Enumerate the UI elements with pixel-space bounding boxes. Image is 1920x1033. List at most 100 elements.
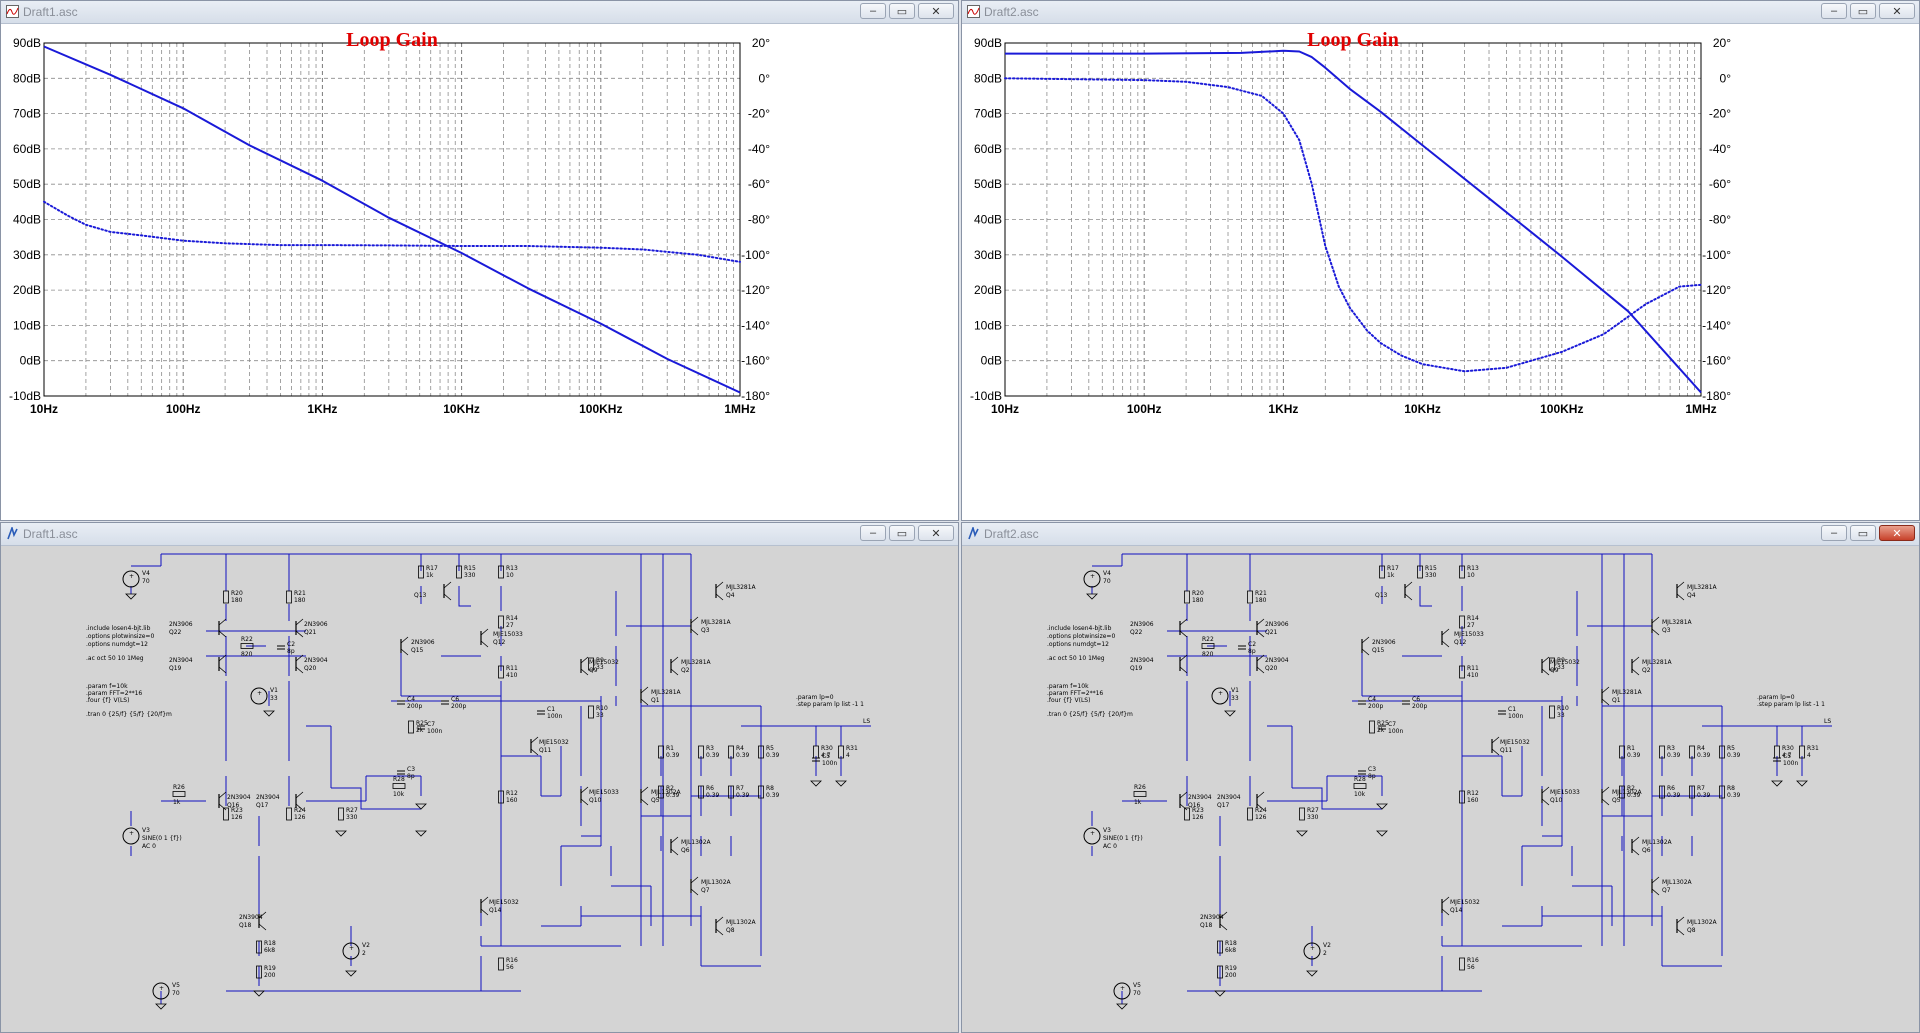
y-right-tick-label: -100° bbox=[741, 248, 770, 262]
transistor-model: MJL1302A bbox=[1612, 789, 1643, 796]
capacitor-ref: C3 bbox=[407, 766, 415, 773]
maximize-button[interactable]: ▭ bbox=[889, 525, 915, 541]
transistor-collector bbox=[1676, 581, 1685, 589]
transistor-model: 2N3906 bbox=[1372, 639, 1396, 646]
x-tick-label: 1KHz bbox=[307, 402, 337, 416]
resistor-value: 160 bbox=[506, 797, 518, 804]
window-titlebar[interactable]: Draft2.asc ‒ ▭ ✕ bbox=[962, 523, 1919, 546]
capacitor-ref: C2 bbox=[1248, 641, 1256, 648]
transistor-model: 2N3904 bbox=[1217, 794, 1241, 801]
transistor-emitter bbox=[1541, 798, 1550, 806]
resistor-value: 200 bbox=[1225, 972, 1237, 979]
resistor-value: 1k bbox=[1387, 572, 1395, 579]
resistor-symbol bbox=[392, 783, 406, 789]
transistor-emitter bbox=[1219, 923, 1228, 931]
transistor-ref: Q22 bbox=[169, 629, 182, 636]
resistor-symbol bbox=[1719, 745, 1725, 759]
minimize-button[interactable]: ‒ bbox=[860, 525, 886, 541]
wire bbox=[1661, 756, 1693, 816]
capacitor-ref: C5 bbox=[822, 753, 830, 760]
source-ref: V4 bbox=[142, 570, 150, 577]
chart-title: Loop Gain bbox=[346, 29, 438, 51]
resistor-symbol bbox=[1689, 785, 1695, 799]
transistor-emitter bbox=[690, 628, 699, 636]
resistor-ref: R25 bbox=[1377, 720, 1389, 727]
capacitor-value: 100n bbox=[547, 713, 562, 720]
close-button[interactable]: ✕ bbox=[918, 3, 954, 19]
transistor-emitter bbox=[1601, 698, 1610, 706]
transistor-emitter bbox=[640, 698, 649, 706]
wire bbox=[1576, 591, 1723, 956]
resistor-ref: R10 bbox=[1557, 705, 1569, 712]
wire bbox=[206, 636, 306, 676]
y-right-tick-label: -60° bbox=[1709, 177, 1731, 191]
x-tick-label: 10KHz bbox=[443, 402, 480, 416]
transistor-collector bbox=[1676, 916, 1685, 924]
y-right-tick-label: -80° bbox=[1709, 213, 1731, 227]
transistor-collector bbox=[640, 786, 649, 794]
window-titlebar[interactable]: Draft2.asc ‒ ▭ ✕ bbox=[962, 1, 1919, 24]
wire bbox=[1621, 836, 1693, 856]
spice-directive: .param FFT=2**16 bbox=[1047, 690, 1103, 697]
resistor-symbol bbox=[1353, 783, 1367, 789]
ground-symbol bbox=[1306, 970, 1318, 977]
y-left-tick-label: 50dB bbox=[974, 177, 1002, 191]
capacitor-value: 8p bbox=[287, 648, 295, 655]
maximize-button[interactable]: ▭ bbox=[889, 3, 915, 19]
close-button[interactable]: ✕ bbox=[1879, 525, 1915, 541]
transistor-ref: Q7 bbox=[701, 887, 710, 894]
resistor-symbol bbox=[1619, 785, 1625, 799]
source-ref: V3 bbox=[142, 827, 150, 834]
capacitor-value: 8p bbox=[1248, 648, 1256, 655]
spice-directive: .options numdgt=12 bbox=[1047, 641, 1109, 648]
y-left-tick-label: 10dB bbox=[13, 318, 41, 332]
wire bbox=[161, 775, 422, 802]
ltspice-icon bbox=[968, 527, 979, 540]
loop-gain-chart-1[interactable]: 90dB80dB70dB60dB50dB40dB30dB20dB10dB0dB-… bbox=[1, 24, 958, 520]
maximize-button[interactable]: ▭ bbox=[1850, 3, 1876, 19]
source-polarity: + bbox=[129, 830, 134, 837]
wire bbox=[1121, 891, 1482, 1004]
resistor-symbol bbox=[1549, 705, 1555, 719]
minimize-button[interactable]: ‒ bbox=[1821, 525, 1847, 541]
window-titlebar[interactable]: Draft1.asc ‒ ▭ ✕ bbox=[1, 1, 958, 24]
minimize-button[interactable]: ‒ bbox=[1821, 3, 1847, 19]
voltage-source-symbol bbox=[1303, 942, 1321, 960]
transistor-collector bbox=[1631, 656, 1640, 664]
step-directive: .param lp=0 bbox=[1757, 694, 1795, 701]
transistor-emitter bbox=[1179, 630, 1188, 638]
wire bbox=[350, 901, 482, 991]
resistor-symbol bbox=[1417, 565, 1423, 579]
transistor-model: MJE15032 bbox=[589, 659, 619, 666]
maximize-button[interactable]: ▭ bbox=[1850, 525, 1876, 541]
resistor-symbol bbox=[338, 807, 344, 821]
transistor-ref: Q20 bbox=[304, 665, 317, 672]
transistor-ref: Q15 bbox=[1372, 647, 1385, 654]
resistor-symbol bbox=[758, 745, 764, 759]
resistor-symbol bbox=[838, 745, 844, 759]
resistor-value: 6k8 bbox=[264, 947, 275, 954]
window-titlebar[interactable]: Draft1.asc ‒ ▭ ✕ bbox=[1, 523, 958, 546]
transistor-collector bbox=[258, 911, 267, 919]
resistor-ref: R12 bbox=[506, 790, 518, 797]
transistor-model: MJE15033 bbox=[493, 631, 523, 638]
minimize-button[interactable]: ‒ bbox=[860, 3, 886, 19]
close-button[interactable]: ✕ bbox=[1879, 3, 1915, 19]
loop-gain-chart-2[interactable]: 90dB80dB70dB60dB50dB40dB30dB20dB10dB0dB-… bbox=[962, 24, 1919, 520]
resistor-value: 330 bbox=[464, 572, 476, 579]
step-directive: .param lp=0 bbox=[796, 694, 834, 701]
close-button[interactable]: ✕ bbox=[918, 525, 954, 541]
x-tick-label: 1MHz bbox=[724, 402, 755, 416]
spice-directive: .ac oct 50 10 1Meg bbox=[86, 655, 144, 662]
capacitor-ref: C1 bbox=[547, 706, 555, 713]
